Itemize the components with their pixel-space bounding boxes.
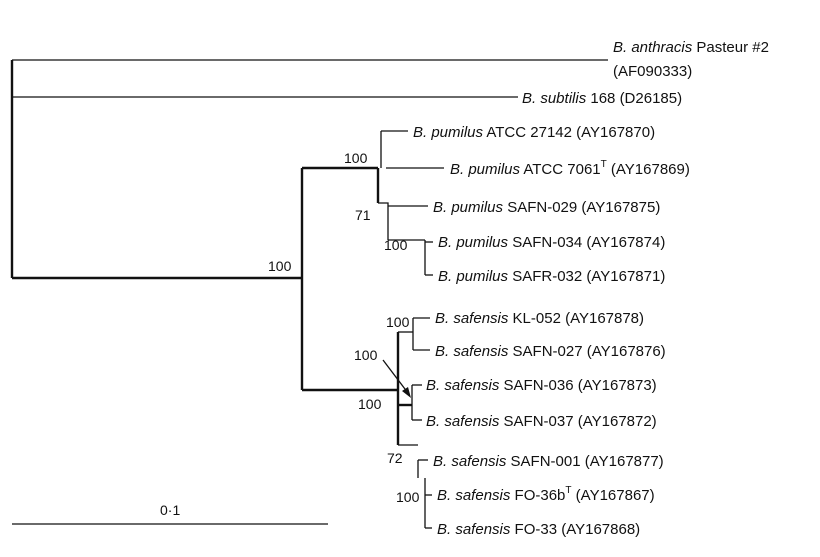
bootstrap-value: 100 xyxy=(384,237,408,253)
scale-bar-label: 0·1 xyxy=(160,502,180,518)
bootstrap-arrow-line xyxy=(382,359,409,394)
taxon-label-safensis-fo33: B. safensis FO-33 (AY167868) xyxy=(437,521,640,538)
taxon-label-safensis-037: B. safensis SAFN-037 (AY167872) xyxy=(426,413,657,430)
bootstrap-value: 100 xyxy=(344,150,368,166)
bootstrap-values: 100 100 71 100 100 100 100 72 100 xyxy=(268,150,420,505)
bootstrap-value: 100 xyxy=(354,347,378,363)
taxon-label-pumilus-7061: B. pumilus ATCC 7061T (AY167869) xyxy=(450,159,690,178)
taxon-label-pumilus-034: B. pumilus SAFN-034 (AY167874) xyxy=(438,234,665,251)
taxon-label-anthracis-accession: (AF090333) xyxy=(613,63,692,80)
bootstrap-arrow-head xyxy=(402,387,411,398)
taxon-label-anthracis: B. anthracis Pasteur #2 xyxy=(613,39,769,56)
taxon-label-safensis-kl052: B. safensis KL-052 (AY167878) xyxy=(435,310,644,327)
bootstrap-value: 71 xyxy=(355,207,371,223)
taxon-label-pumilus-032: B. pumilus SAFR-032 (AY167871) xyxy=(438,268,665,285)
taxon-label-safensis-036: B. safensis SAFN-036 (AY167873) xyxy=(426,377,657,394)
taxon-labels: B. anthracis Pasteur #2 (AF090333) B. su… xyxy=(413,39,769,538)
bootstrap-value: 100 xyxy=(396,489,420,505)
bootstrap-value: 72 xyxy=(387,450,403,466)
scale-bar: 0·1 xyxy=(12,502,328,525)
bootstrap-value: 100 xyxy=(268,258,292,274)
taxon-label-safensis-001: B. safensis SAFN-001 (AY167877) xyxy=(433,453,664,470)
taxon-label-pumilus-27142: B. pumilus ATCC 27142 (AY167870) xyxy=(413,124,655,141)
taxon-label-safensis-027: B. safensis SAFN-027 (AY167876) xyxy=(435,343,666,360)
branch-pumilus-sub xyxy=(378,202,389,240)
tree-branches xyxy=(10,59,608,529)
bootstrap-value: 100 xyxy=(358,396,382,412)
taxon-label-subtilis: B. subtilis 168 (D26185) xyxy=(522,90,682,107)
bootstrap-value: 100 xyxy=(386,314,410,330)
taxon-label-pumilus-029: B. pumilus SAFN-029 (AY167875) xyxy=(433,199,660,216)
taxon-label-safensis-fo36b: B. safensis FO-36bT (AY167867) xyxy=(437,485,655,504)
